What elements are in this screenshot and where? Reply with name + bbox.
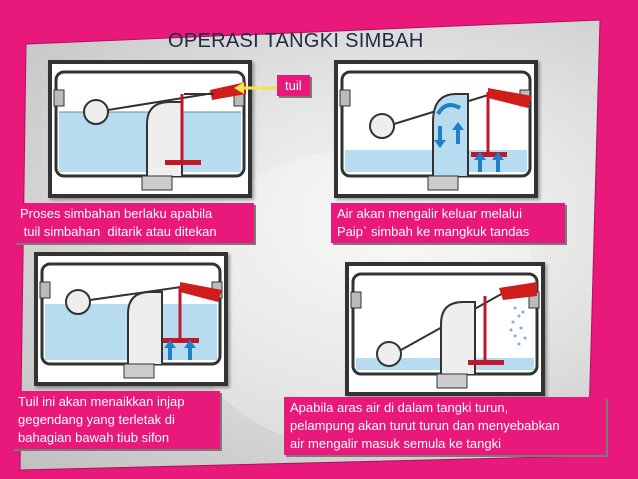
caption-step-3: Tuil ini akan menaikkan injap gegendang …: [12, 391, 220, 449]
down-arrow-icon: [434, 126, 446, 148]
diagram-panel-4: [345, 262, 545, 396]
diagram-panel-3: [34, 252, 228, 386]
up-arrow-icon: [164, 340, 196, 360]
up-arrow-icon: [452, 122, 504, 172]
curved-arrow-icon: [436, 103, 461, 116]
tuil-callout: tuil: [277, 75, 310, 96]
tank-illustration-refilling: [349, 266, 541, 392]
page-title: OPERASI TANGKI SIMBAH: [168, 30, 424, 52]
diagram-panel-2: [334, 60, 538, 198]
diagram-panel-1: [48, 60, 252, 198]
caption-step-4: Apabila aras air di dalam tangki turun, …: [284, 397, 606, 455]
spray-icon: [509, 306, 527, 346]
caption-step-2: Air akan mengalir keluar melalui Paip` s…: [331, 203, 565, 243]
tank-illustration-lever-pulled: [52, 64, 248, 194]
caption-step-1: Proses simbahan berlaku apabila tuil sim…: [14, 203, 254, 243]
tank-illustration-valve-rising: [38, 256, 224, 382]
callout-arrow-icon: [234, 82, 278, 94]
tank-illustration-water-draining: [338, 64, 534, 194]
